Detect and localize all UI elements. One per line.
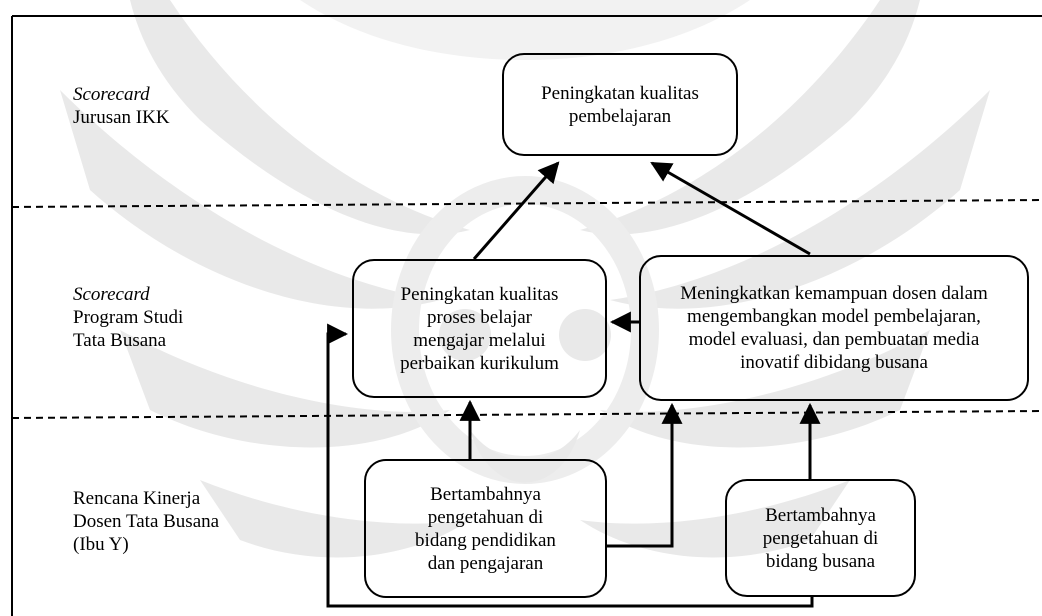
tier-label-line: Tata Busana: [73, 330, 167, 351]
tier-label-italic: Scorecard: [73, 84, 150, 105]
box-text-line: mengembangkan model pembelajaran,: [687, 306, 981, 327]
tier-label-lecturer: Rencana Kinerja Dosen Tata Busana (Ibu Y…: [73, 487, 219, 556]
box-text-line: Meningkatkan kemampuan dosen dalam: [680, 283, 988, 304]
tier-label-line: (Ibu Y): [73, 534, 129, 555]
tier-label-line: Jurusan IKK: [73, 107, 170, 128]
box-top-goal: Peningkatan kualitas pembelajaran: [502, 53, 738, 156]
box-text-line: pengetahuan di: [762, 527, 879, 549]
box-bottom-right: Bertambahnya pengetahuan di bidang busan…: [725, 479, 916, 597]
box-bottom-left: Bertambahnya pengetahuan di bidang pendi…: [364, 459, 607, 598]
box-text-line: mengajar melalui: [413, 329, 546, 351]
tier-label-line: Rencana Kinerja: [73, 488, 201, 509]
box-text-line: Peningkatan kualitas: [400, 283, 559, 305]
box-mid-right: Meningkatkan kemampuan dosen dalam menge…: [639, 255, 1029, 401]
box-text-line: bidang pendidikan: [415, 529, 556, 551]
box-text-line: model evaluasi, dan pembuatan media: [688, 329, 980, 350]
tier-label-italic: Scorecard: [73, 284, 150, 305]
box-text-line: perbaikan kurikulum: [400, 352, 559, 374]
box-text-line: pengetahuan di: [427, 506, 544, 528]
box-text-line: Bertambahnya: [430, 483, 541, 505]
box-text-line: Peningkatan kualitas: [541, 82, 699, 104]
tier-separator-1: [11, 199, 1042, 208]
box-text-line: bidang busana: [765, 550, 876, 572]
box-text-line: inovatif dibidang busana: [740, 352, 928, 373]
box-text-line: dan pengajaran: [427, 552, 544, 574]
box-text-line: proses belajar: [427, 306, 532, 328]
box-text-line: pembelajaran: [568, 105, 672, 127]
box-mid-left: Peningkatan kualitas proses belajar meng…: [352, 259, 607, 398]
tier-label-program: Scorecard Program Studi Tata Busana: [73, 283, 183, 352]
tier-separator-2: [11, 410, 1042, 419]
tier-label-line: Dosen Tata Busana: [73, 511, 220, 532]
tier-label-line: Program Studi: [73, 307, 184, 328]
box-text-line: Bertambahnya: [765, 504, 876, 526]
tier-label-department: Scorecard Jurusan IKK: [73, 83, 170, 129]
